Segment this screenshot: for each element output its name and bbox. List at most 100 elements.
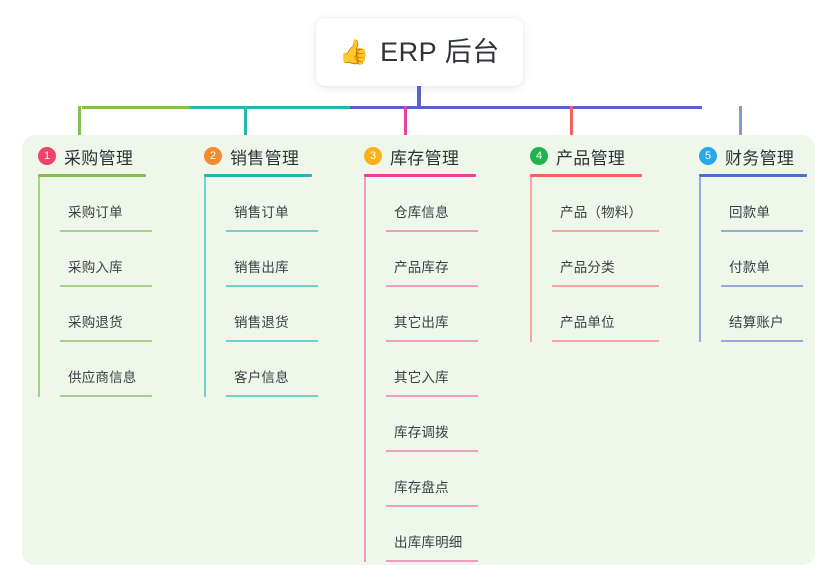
list-item-label: 供应商信息 [68, 370, 137, 385]
column-spine-2 [204, 177, 206, 397]
list-item-label: 产品单位 [560, 315, 615, 330]
column-badge-2: 2 [204, 147, 222, 165]
column-title-4: 产品管理 [556, 148, 626, 168]
bus-segment-purple [350, 106, 702, 109]
list-item[interactable]: 产品（物料） [552, 177, 659, 232]
column-header-rule-2 [204, 174, 312, 177]
column-2: 2 销售管理销售订单销售出库销售退货客户信息 [204, 143, 318, 397]
list-item[interactable]: 结算账户 [721, 287, 803, 342]
list-item-label: 采购退货 [68, 315, 123, 330]
column-spine-5 [699, 177, 701, 342]
list-item-rule [386, 560, 478, 562]
bus-segment-green [82, 106, 192, 109]
list-item[interactable]: 销售退货 [226, 287, 318, 342]
column-items-4: 产品（物料） 产品分类产品单位 [530, 177, 659, 342]
list-item-label: 客户信息 [234, 370, 289, 385]
list-item-label: 采购订单 [68, 205, 123, 220]
list-item-rule [721, 285, 803, 287]
list-item[interactable]: 库存盘点 [386, 452, 478, 507]
list-item-rule [60, 285, 152, 287]
list-item[interactable]: 库存调拨 [386, 397, 478, 452]
root-stem-connector [417, 86, 421, 108]
list-item-label: 其它出库 [394, 315, 449, 330]
list-item[interactable]: 采购退货 [60, 287, 152, 342]
column-spine-1 [38, 177, 40, 397]
list-item-rule [226, 230, 318, 232]
column-4: 4 产品管理产品（物料） 产品分类产品单位 [530, 143, 659, 342]
list-item-label: 采购入库 [68, 260, 123, 275]
list-item[interactable]: 出库库明细 [386, 507, 478, 562]
column-items-1: 采购订单采购入库采购退货供应商信息 [38, 177, 152, 397]
column-header-5[interactable]: 5 财务管理 [699, 143, 807, 169]
list-item-label: 库存调拨 [394, 425, 449, 440]
list-item-label: 仓库信息 [394, 205, 449, 220]
list-item-rule [386, 230, 478, 232]
drop-connector-1 [78, 106, 81, 158]
list-item-label: 付款单 [729, 260, 771, 275]
thumbs-up-icon: 👍 [339, 39, 370, 66]
list-item[interactable]: 仓库信息 [386, 177, 478, 232]
list-item[interactable]: 其它出库 [386, 287, 478, 342]
list-item-rule [552, 230, 659, 232]
column-header-2[interactable]: 2 销售管理 [204, 143, 318, 169]
root-node[interactable]: 👍 ERP 后台 [316, 18, 523, 86]
list-item[interactable]: 采购入库 [60, 232, 152, 287]
list-item-label: 销售出库 [234, 260, 289, 275]
list-item[interactable]: 付款单 [721, 232, 803, 287]
list-item-rule [552, 285, 659, 287]
list-item[interactable]: 产品单位 [552, 287, 659, 342]
list-item-rule [721, 340, 803, 342]
list-item[interactable]: 采购订单 [60, 177, 152, 232]
list-item[interactable]: 产品库存 [386, 232, 478, 287]
list-item[interactable]: 销售订单 [226, 177, 318, 232]
list-item-label: 出库库明细 [394, 535, 463, 550]
column-title-1: 采购管理 [64, 148, 134, 168]
list-item-rule [60, 395, 152, 397]
list-item[interactable]: 产品分类 [552, 232, 659, 287]
column-badge-5: 5 [699, 147, 717, 165]
list-item-label: 库存盘点 [394, 480, 449, 495]
list-item-rule [60, 340, 152, 342]
diagram-panel [22, 135, 815, 565]
column-title-5: 财务管理 [725, 148, 795, 168]
column-title-2: 销售管理 [230, 148, 300, 168]
list-item-label: 回款单 [729, 205, 771, 220]
list-item-rule [721, 230, 803, 232]
list-item-label: 其它入库 [394, 370, 449, 385]
list-item-label: 销售订单 [234, 205, 289, 220]
list-item[interactable]: 销售出库 [226, 232, 318, 287]
column-header-4[interactable]: 4 产品管理 [530, 143, 659, 169]
column-items-3: 仓库信息产品库存其它出库其它入库库存调拨库存盘点出库库明细 [364, 177, 478, 562]
list-item[interactable]: 供应商信息 [60, 342, 152, 397]
list-item-rule [552, 340, 659, 342]
column-header-rule-1 [38, 174, 146, 177]
list-item[interactable]: 客户信息 [226, 342, 318, 397]
list-item-rule [386, 395, 478, 397]
list-item[interactable]: 其它入库 [386, 342, 478, 397]
column-spine-3 [364, 177, 366, 562]
list-item-rule [386, 505, 478, 507]
list-item-label: 产品库存 [394, 260, 449, 275]
column-items-2: 销售订单销售出库销售退货客户信息 [204, 177, 318, 397]
list-item-label: 结算账户 [729, 315, 784, 330]
list-item[interactable]: 回款单 [721, 177, 803, 232]
drop-connector-3 [404, 106, 407, 158]
column-header-rule-5 [699, 174, 807, 177]
root-title: ERP 后台 [380, 36, 500, 67]
list-item-label: 产品（物料） [560, 205, 643, 220]
column-5: 5 财务管理回款单付款单结算账户 [699, 143, 807, 342]
column-badge-4: 4 [530, 147, 548, 165]
list-item-rule [386, 450, 478, 452]
list-item-rule [226, 340, 318, 342]
list-item-rule [226, 285, 318, 287]
drop-connector-5 [739, 106, 742, 158]
column-badge-3: 3 [364, 147, 382, 165]
drop-connector-2 [244, 106, 247, 158]
list-item-rule [226, 395, 318, 397]
list-item-rule [386, 340, 478, 342]
column-header-rule-4 [530, 174, 642, 177]
